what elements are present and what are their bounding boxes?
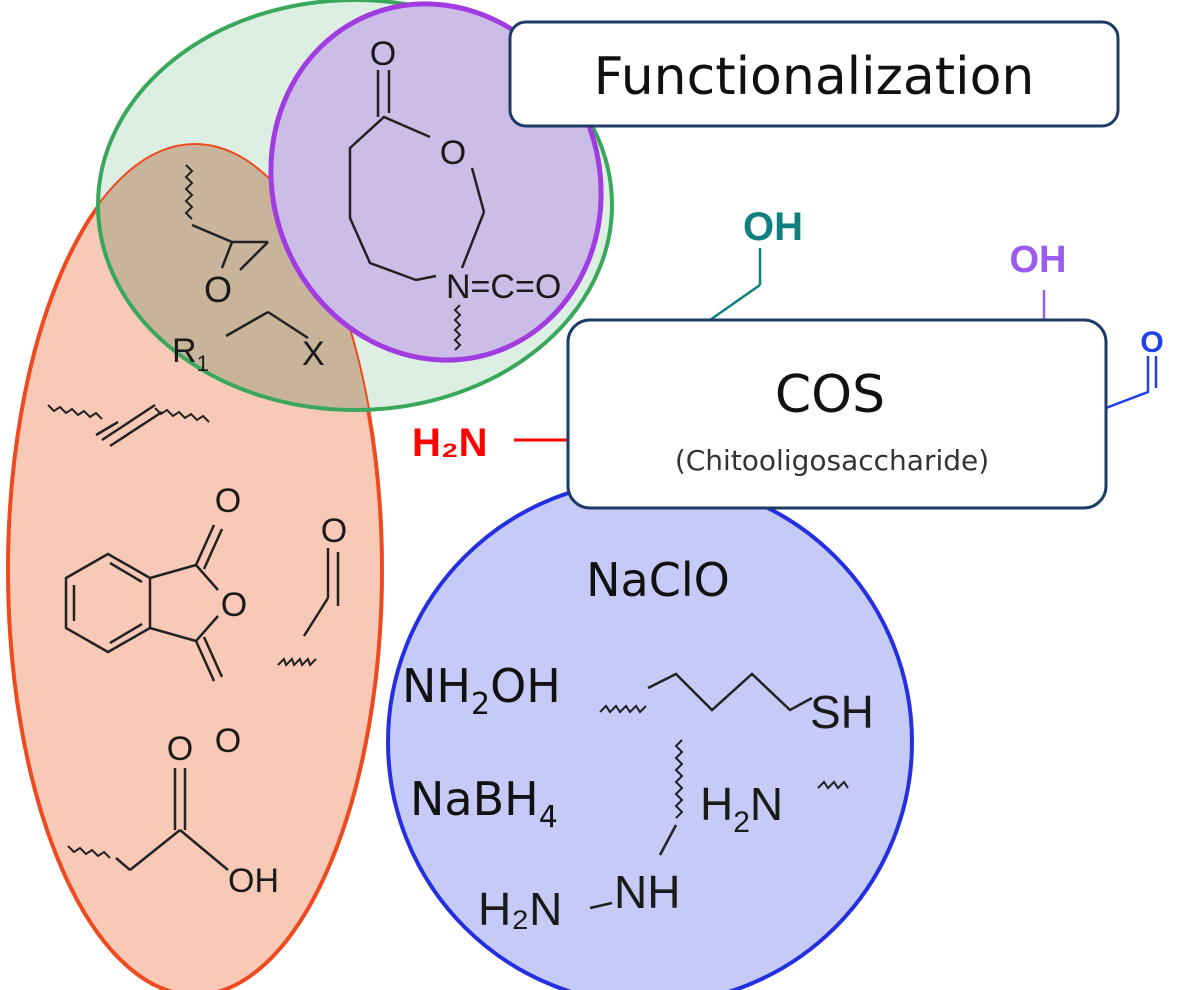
isocyanate-wavy-bond <box>453 304 462 351</box>
hydrazine-left: H₂N <box>478 883 562 935</box>
aldehyde-o: O <box>321 512 347 550</box>
amine-wavy-bond <box>817 780 849 790</box>
acid-bond-c <box>179 829 229 871</box>
anhydride-co-bottom-a <box>194 640 216 682</box>
hypochlorite: NaClO <box>586 553 730 607</box>
cos-carbonyl-o: O <box>1140 326 1163 359</box>
anhydride-benzene-inner-c <box>109 622 143 645</box>
thiol-wavy-bond <box>599 704 647 714</box>
anhydride-ring-o-top <box>195 564 219 591</box>
cos-box <box>566 318 1108 510</box>
borohydride: NaBH4 <box>410 772 558 835</box>
anhydride-co-top-b <box>202 528 224 570</box>
amine: H2N <box>700 778 783 839</box>
anhydride-o-bottom: O <box>215 722 241 760</box>
thiol: SH <box>810 686 874 738</box>
epoxide-bond-ring-c <box>239 241 269 271</box>
cos-amine: H₂N <box>412 421 488 465</box>
cos-oh1-bond-a <box>709 283 761 322</box>
alkyl-halide-r1: R1 <box>172 332 209 376</box>
anhydride-ring-bottom <box>149 626 197 643</box>
hydrazine-nn-bond <box>589 901 613 910</box>
anhydride-ring-top <box>149 563 197 580</box>
alkyl-halide-bond-b <box>267 310 309 340</box>
cos-full-name: (Chitooligosaccharide) <box>675 444 989 477</box>
alkene-double-a <box>101 403 156 442</box>
cos-hydroxyl-1: OH <box>743 205 803 249</box>
aldehyde-wavy-bond <box>277 657 317 667</box>
title-box <box>508 20 1120 128</box>
acid-oh: OH <box>228 862 279 900</box>
acid-bond-b <box>129 829 181 871</box>
anhydride-o-top: O <box>215 482 241 520</box>
hydrazine-right: NH <box>614 866 680 918</box>
alkene-wavy-left <box>47 404 103 420</box>
acid-wavy-bond <box>67 845 111 859</box>
lactone-carbonyl-o: O <box>370 35 396 73</box>
epoxide-oxygen: O <box>204 269 232 310</box>
anhydride-benzene-inner-b <box>109 561 143 584</box>
anhydride-co-top-a <box>194 524 216 566</box>
lactone-ring-n-bond <box>460 211 486 269</box>
lactone-ring-o: O <box>440 134 466 172</box>
thiol-chain <box>647 672 813 712</box>
epoxide-bond-ring-b <box>220 241 234 269</box>
cos-carbonyl-bond <box>1105 356 1150 410</box>
alkene-single-a <box>95 420 119 437</box>
acid-o: O <box>167 730 193 768</box>
alkyl-halide-bond-a <box>225 310 269 338</box>
cos-name: COS <box>775 365 885 425</box>
epoxide-bond-stem <box>191 223 233 244</box>
green-ellipse-outline <box>96 0 614 412</box>
anhydride-co-bottom-b <box>202 636 224 678</box>
isocyanate: N=C=O <box>446 268 561 306</box>
lactone-ring-o-bond-b <box>470 167 486 213</box>
hydrazine-wavy-bond <box>674 739 684 819</box>
hydroxylamine: NH2OH <box>402 659 561 722</box>
lactone-ring <box>348 115 437 282</box>
acid-bond-a <box>115 857 131 871</box>
anhydride-o-ring: O <box>221 586 247 624</box>
alkene-wavy-right <box>154 407 210 423</box>
epoxide-wavy-bond <box>184 164 194 220</box>
aldehyde-bond <box>302 597 330 637</box>
cos-hydroxyl-2: OH <box>1010 239 1067 281</box>
alkyl-halide-x: X <box>302 335 325 373</box>
alkene-double-b <box>109 410 163 448</box>
hydrazine-bond <box>658 824 678 856</box>
title: Functionalization <box>594 47 1035 107</box>
anhydride-ring-o-bottom <box>195 615 219 642</box>
